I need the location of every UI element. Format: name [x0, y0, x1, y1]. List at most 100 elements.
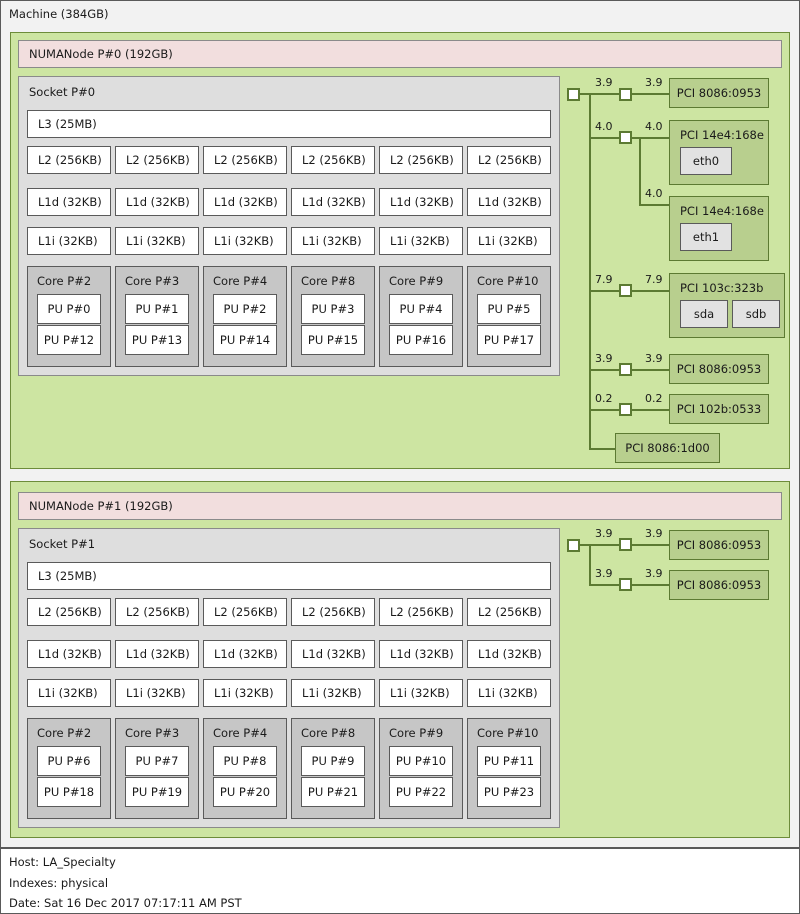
- core-0-2: Core P#4 PU P#2 PU P#14: [203, 266, 287, 367]
- cache-l2-1-3: L2 (256KB): [291, 598, 375, 626]
- cache-l1i-1-3: L1i (32KB): [291, 679, 375, 707]
- cache-l1i-label: L1i (32KB): [302, 686, 362, 700]
- pci-branch-line: [632, 290, 670, 292]
- pu-box: PU P#14: [213, 325, 277, 355]
- cache-l1d-label: L1d (32KB): [302, 647, 366, 661]
- pci-speed-left: 3.9: [595, 352, 613, 365]
- core-1-1: Core P#3 PU P#7 PU P#19: [115, 718, 199, 819]
- pci-speed-right: 4.0: [645, 120, 663, 133]
- pci-device-0-3: PCI 103c:323b sda sdb: [669, 273, 785, 338]
- core-label: Core P#4: [213, 274, 268, 288]
- pci-device-0-4: PCI 8086:0953: [669, 354, 769, 384]
- pci-bridge-0-3: [619, 284, 632, 297]
- cache-l1d-1-3: L1d (32KB): [291, 640, 375, 668]
- machine-title: Machine (384GB): [9, 7, 109, 21]
- cache-l2-1-0: L2 (256KB): [27, 598, 111, 626]
- core-1-4: Core P#9 PU P#10 PU P#22: [379, 718, 463, 819]
- pu-label: PU P#20: [219, 785, 271, 799]
- core-0-3: Core P#8 PU P#3 PU P#15: [291, 266, 375, 367]
- cache-l1d-0-4: L1d (32KB): [379, 188, 463, 216]
- osdev-sda: sda: [680, 300, 728, 328]
- cache-l1d-0-1: L1d (32KB): [115, 188, 199, 216]
- pci-speed-left: 3.9: [595, 76, 613, 89]
- pci-bridge-0-4: [619, 363, 632, 376]
- pu-label: PU P#10: [395, 754, 447, 768]
- core-label: Core P#10: [477, 726, 539, 740]
- pu-box: PU P#9: [301, 746, 365, 776]
- cache-l1i-0-3: L1i (32KB): [291, 227, 375, 255]
- cache-l1d-1-4: L1d (32KB): [379, 640, 463, 668]
- cache-l1d-label: L1d (32KB): [390, 647, 454, 661]
- pci-speed-left: 3.9: [595, 567, 613, 580]
- cache-l1i-1-4: L1i (32KB): [379, 679, 463, 707]
- pu-box: PU P#13: [125, 325, 189, 355]
- pu-box: PU P#0: [37, 294, 101, 324]
- cache-l2-label: L2 (256KB): [126, 153, 190, 167]
- core-1-5: Core P#10 PU P#11 PU P#23: [467, 718, 551, 819]
- osdev-label: sdb: [745, 307, 767, 321]
- osdev-label: eth0: [692, 154, 720, 168]
- pu-box: PU P#11: [477, 746, 541, 776]
- socket-label-1: Socket P#1: [29, 537, 96, 551]
- pu-label: PU P#18: [43, 785, 95, 799]
- cache-l2-label: L2 (256KB): [126, 605, 190, 619]
- numanode-label-1: NUMANode P#1 (192GB): [29, 499, 173, 513]
- pu-label: PU P#7: [135, 754, 179, 768]
- pu-box: PU P#12: [37, 325, 101, 355]
- pu-box: PU P#8: [213, 746, 277, 776]
- pu-box: PU P#4: [389, 294, 453, 324]
- cache-l2-1-1: L2 (256KB): [115, 598, 199, 626]
- cache-l1i-1-5: L1i (32KB): [467, 679, 551, 707]
- pci-speed-left: 3.9: [595, 527, 613, 540]
- cache-l1i-label: L1i (32KB): [38, 686, 98, 700]
- pci-device-label: PCI 103c:323b: [680, 281, 764, 295]
- pu-label: PU P#23: [483, 785, 535, 799]
- pci-device-1-0: PCI 8086:0953: [669, 530, 769, 560]
- pci-trunk-line-1: [589, 545, 591, 586]
- pci-branch-line: [632, 93, 670, 95]
- pci-branch-line: [589, 369, 625, 371]
- cache-l1i-0-0: L1i (32KB): [27, 227, 111, 255]
- pu-label: PU P#22: [395, 785, 447, 799]
- cache-l1i-label: L1i (32KB): [126, 234, 186, 248]
- pu-label: PU P#5: [487, 302, 531, 316]
- cache-l2-1-2: L2 (256KB): [203, 598, 287, 626]
- cache-l1d-0-0: L1d (32KB): [27, 188, 111, 216]
- pu-box: PU P#3: [301, 294, 365, 324]
- osdev-eth0: eth0: [680, 147, 732, 175]
- cache-l2-0-5: L2 (256KB): [467, 146, 551, 174]
- osdev-label: sda: [693, 307, 715, 321]
- cache-l2-label: L2 (256KB): [302, 605, 366, 619]
- pci-bridge-1-0: [619, 538, 632, 551]
- pu-box: PU P#15: [301, 325, 365, 355]
- cache-l3-0: L3 (25MB): [27, 110, 551, 138]
- pci-device-label: PCI 8086:1d00: [625, 441, 710, 455]
- core-label: Core P#2: [37, 274, 92, 288]
- cache-l1i-label: L1i (32KB): [390, 234, 450, 248]
- pci-subtrunk-line-0: [639, 137, 641, 205]
- cache-l1d-1-0: L1d (32KB): [27, 640, 111, 668]
- core-0-5: Core P#10 PU P#5 PU P#17: [467, 266, 551, 367]
- pu-label: PU P#4: [399, 302, 443, 316]
- pu-box: PU P#1: [125, 294, 189, 324]
- cache-l2-label: L2 (256KB): [38, 605, 102, 619]
- pu-box: PU P#22: [389, 777, 453, 807]
- core-1-2: Core P#4 PU P#8 PU P#20: [203, 718, 287, 819]
- core-label: Core P#3: [125, 274, 180, 288]
- core-0-1: Core P#3 PU P#1 PU P#13: [115, 266, 199, 367]
- pci-branch-line: [632, 369, 670, 371]
- cache-l3-label-1: L3 (25MB): [38, 569, 97, 583]
- pci-speed-left: 0.2: [595, 392, 613, 405]
- pu-box: PU P#23: [477, 777, 541, 807]
- cache-l2-0-1: L2 (256KB): [115, 146, 199, 174]
- cache-l2-label: L2 (256KB): [478, 153, 542, 167]
- cache-l1i-0-5: L1i (32KB): [467, 227, 551, 255]
- footer-box: [0, 848, 800, 914]
- cache-l1d-1-5: L1d (32KB): [467, 640, 551, 668]
- pci-branch-line: [589, 448, 616, 450]
- cache-l1i-label: L1i (32KB): [38, 234, 98, 248]
- pu-label: PU P#16: [395, 333, 447, 347]
- cache-l1i-label: L1i (32KB): [126, 686, 186, 700]
- pci-device-label: PCI 8086:0953: [676, 86, 762, 100]
- core-label: Core P#3: [125, 726, 180, 740]
